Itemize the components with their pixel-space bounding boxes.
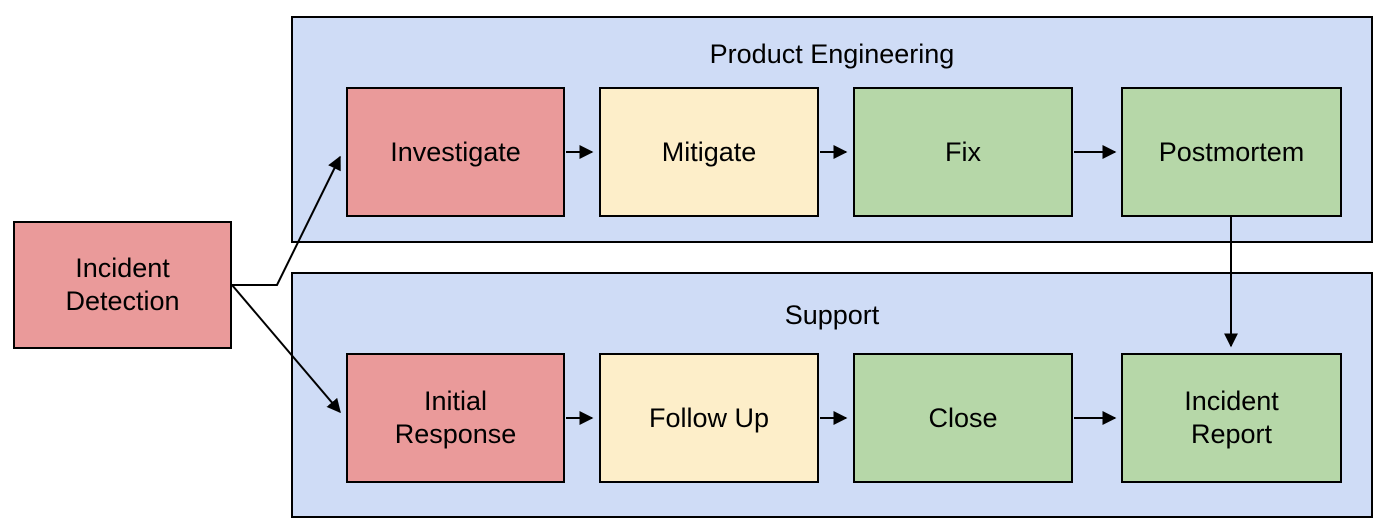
node-label-follow-up: Follow Up: [648, 402, 770, 433]
node-postmortem[interactable]: Postmortem: [1121, 87, 1342, 217]
node-label-incident-report: Incident Report: [1184, 386, 1279, 449]
node-incident-detection[interactable]: Incident Detection: [13, 221, 232, 349]
swimlane-title-product-engineering: Product Engineering: [709, 39, 955, 69]
node-label-close: Close: [928, 402, 998, 433]
node-label-incident-detection: Incident Detection: [65, 253, 180, 316]
node-label-fix: Fix: [945, 136, 981, 167]
node-fix[interactable]: Fix: [853, 87, 1073, 217]
swimlane-title-support: Support: [784, 300, 880, 330]
node-initial-response[interactable]: Initial Response: [346, 353, 565, 483]
node-label-postmortem: Postmortem: [1158, 136, 1305, 167]
node-label-initial-response: Initial Response: [394, 386, 517, 449]
node-close[interactable]: Close: [853, 353, 1073, 483]
node-mitigate[interactable]: Mitigate: [599, 87, 819, 217]
node-label-investigate: Investigate: [390, 136, 521, 167]
node-follow-up[interactable]: Follow Up: [599, 353, 819, 483]
node-label-mitigate: Mitigate: [661, 136, 757, 167]
node-incident-report[interactable]: Incident Report: [1121, 353, 1342, 483]
node-investigate[interactable]: Investigate: [346, 87, 565, 217]
